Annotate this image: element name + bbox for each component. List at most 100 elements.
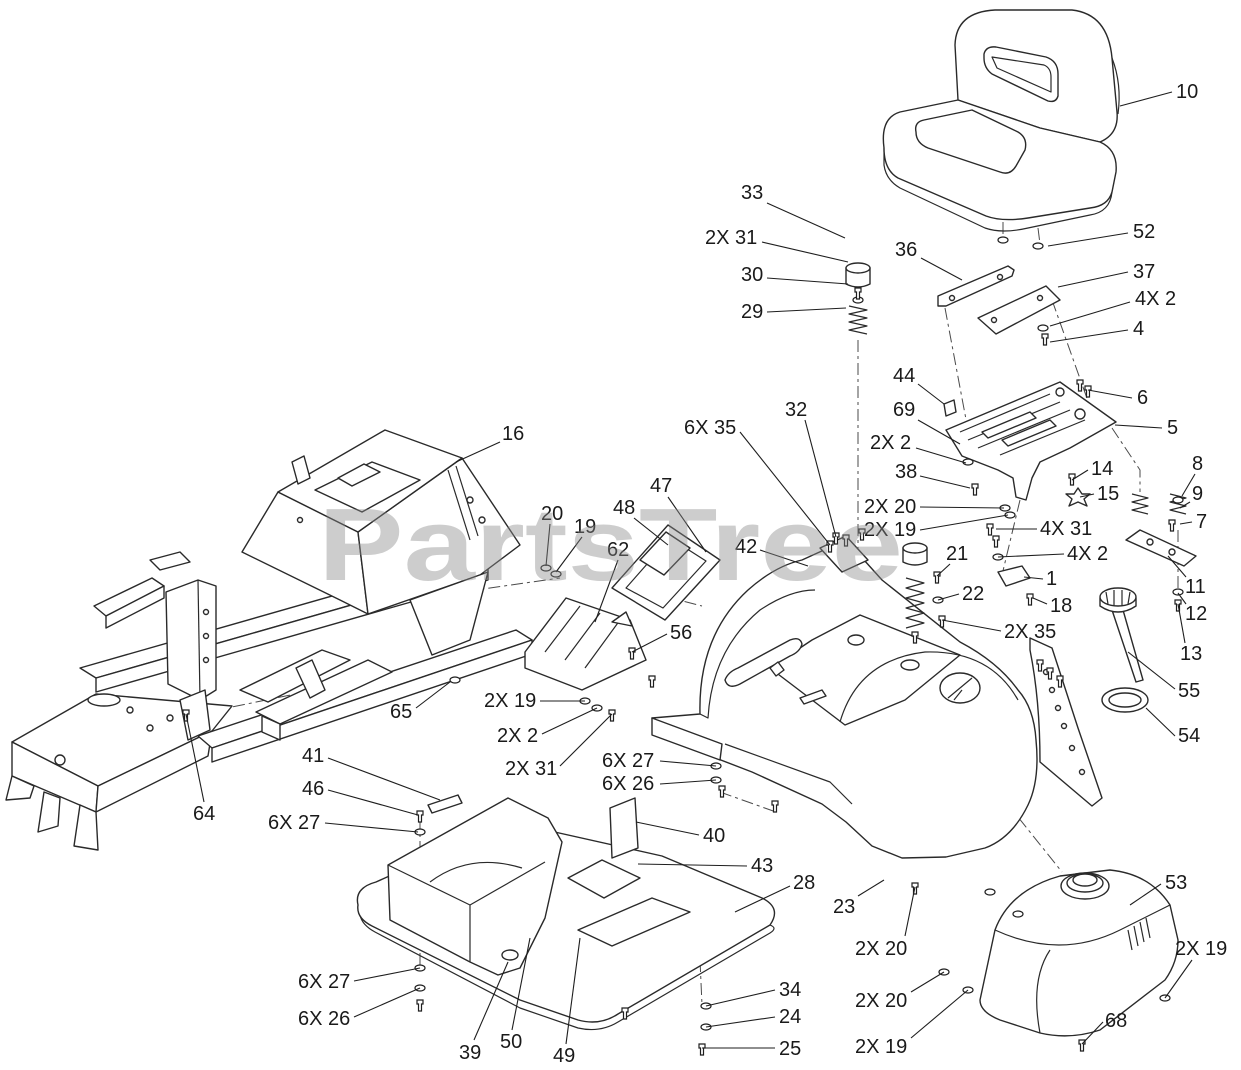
bolt <box>1168 519 1176 532</box>
knob-15 <box>1065 487 1091 507</box>
seat-bracket-36-detail <box>948 294 956 302</box>
leader-line <box>1145 707 1176 737</box>
seat-10-detail <box>991 56 1052 93</box>
leader-line <box>1114 424 1163 429</box>
callout-4x-2: 4X 2 <box>1135 288 1176 310</box>
fuel-tank-53-detail <box>1036 949 1051 1034</box>
callout-28: 28 <box>793 872 815 894</box>
leader-line <box>1081 1021 1104 1045</box>
frame-detail <box>54 754 66 766</box>
bumper-33 <box>845 262 871 288</box>
rear-body-42-detail <box>1054 704 1062 712</box>
tab-44 <box>943 399 957 417</box>
floor-pan-28-detail <box>387 861 546 962</box>
callout-62: 62 <box>607 539 629 561</box>
frame-detail <box>126 706 134 714</box>
fuel-cap-55-detail <box>1111 609 1144 683</box>
rear-body-42-detail <box>769 661 785 677</box>
leader-line <box>659 779 717 785</box>
callout-2x-2: 2X 2 <box>870 432 911 454</box>
callout-24: 24 <box>779 1006 801 1028</box>
bolt <box>648 675 656 688</box>
rear-body-42-detail <box>847 634 865 646</box>
callout-6x-26: 6X 26 <box>298 1008 350 1030</box>
callout-69: 69 <box>893 399 915 421</box>
bolt <box>832 532 840 545</box>
frame-detail <box>95 730 213 813</box>
callout-2x-20: 2X 20 <box>864 496 916 518</box>
frame-detail <box>261 715 281 741</box>
fuel-tank-53-detail <box>979 869 1179 1037</box>
callout-68: 68 <box>1105 1010 1127 1032</box>
callout-38: 38 <box>895 461 917 483</box>
leader-line <box>415 681 451 709</box>
frame <box>5 551 533 851</box>
callout-23: 23 <box>833 896 855 918</box>
leader-line <box>1177 603 1186 644</box>
bolt <box>986 523 994 536</box>
tab-44-detail <box>943 399 957 417</box>
leader-line <box>1049 301 1131 327</box>
seat-10-detail <box>914 109 1027 174</box>
housing-16-detail <box>337 463 381 487</box>
leader-line <box>917 419 961 445</box>
leader-line <box>555 536 583 573</box>
washer <box>984 888 996 896</box>
rear-body-42 <box>651 535 1103 859</box>
frame-detail <box>165 579 217 701</box>
fuel-tank-53-detail <box>1127 917 1151 951</box>
seat-pan-5 <box>945 381 1117 501</box>
callout-40: 40 <box>703 825 725 847</box>
leader-line <box>565 937 581 1045</box>
callout-11: 11 <box>1185 576 1206 598</box>
seat-pan-5-detail <box>1055 387 1065 397</box>
step-plate-62-detail <box>611 611 633 627</box>
leader-line <box>997 553 1065 558</box>
callout-41: 41 <box>302 745 324 767</box>
leader-line <box>1079 493 1095 498</box>
seat-pan-5-detail <box>945 381 1117 501</box>
callout-52: 52 <box>1133 221 1155 243</box>
housing-16-detail <box>296 516 304 524</box>
callout-25: 25 <box>779 1038 801 1060</box>
frame-detail <box>5 775 35 801</box>
leader-line <box>511 937 531 1031</box>
leader-line <box>766 202 846 239</box>
plate-48-detail <box>639 531 691 576</box>
washer <box>550 570 562 578</box>
gasket-54 <box>1101 687 1149 713</box>
callout-36: 36 <box>895 239 917 261</box>
leader-line <box>635 821 700 836</box>
callout-56: 56 <box>670 622 692 644</box>
bolt <box>911 631 919 644</box>
leader-line <box>1023 576 1044 580</box>
leader-line <box>917 383 945 405</box>
callout-29: 29 <box>741 301 763 323</box>
leader-line <box>455 441 501 463</box>
callout-4x-2: 4X 2 <box>1067 543 1108 565</box>
frame-detail <box>239 649 351 703</box>
leader-line <box>857 879 885 897</box>
rear-body-42-detail <box>799 689 827 705</box>
leader-line <box>1177 592 1187 605</box>
frame-detail <box>202 656 210 664</box>
leader-line <box>1181 473 1196 497</box>
callout-2x-20: 2X 20 <box>855 938 907 960</box>
washer <box>449 676 461 684</box>
callout-1: 1 <box>1046 568 1057 590</box>
leader-line <box>759 549 809 567</box>
seat-10-detail <box>1111 57 1120 115</box>
callout-6x-27: 6X 27 <box>602 750 654 772</box>
callout-4: 4 <box>1133 318 1144 340</box>
frame-detail <box>149 551 191 571</box>
leader-line <box>919 514 1009 531</box>
frame-detail <box>37 791 61 833</box>
bolt <box>854 287 862 300</box>
fuel-cap-55-detail <box>1099 587 1137 607</box>
callout-10: 10 <box>1176 81 1198 103</box>
bolt <box>1026 593 1034 606</box>
leader-line <box>739 431 831 546</box>
floor-pan-28-detail <box>429 861 523 883</box>
frame-detail <box>295 659 326 699</box>
